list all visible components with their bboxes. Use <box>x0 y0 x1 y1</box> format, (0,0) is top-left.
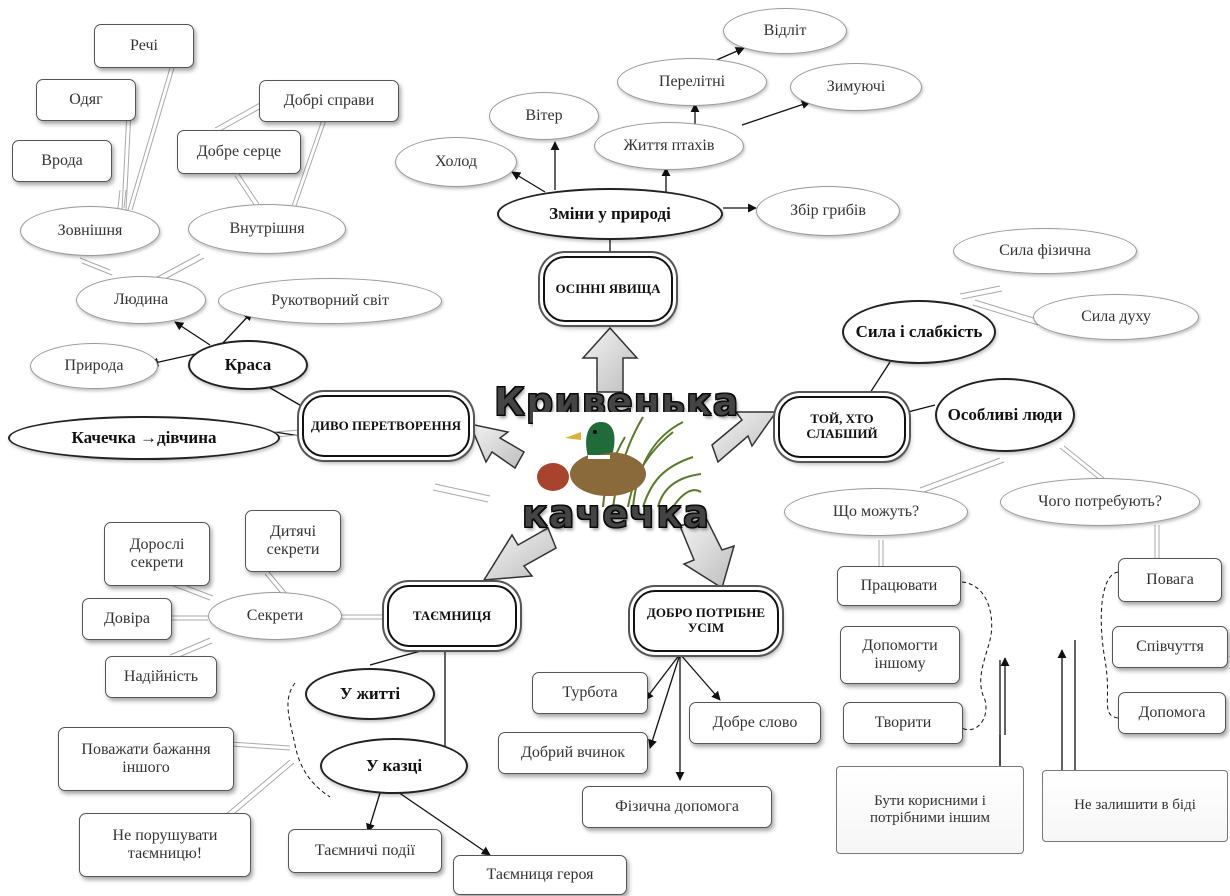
node-child-secrets[interactable]: Дитячі секрети <box>245 510 341 572</box>
node-things[interactable]: Речі <box>94 24 194 68</box>
node-hero-secret[interactable]: Таємниця героя <box>453 855 627 895</box>
node-create[interactable]: Творити <box>843 702 963 744</box>
node-physical[interactable]: Сила фізична <box>953 228 1137 274</box>
node-help[interactable]: Допомога <box>1118 692 1226 734</box>
arrow-right-block <box>711 411 778 464</box>
node-handmade[interactable]: Рукотворний світ <box>218 278 442 324</box>
arrow-up-block <box>581 326 639 393</box>
node-in-tale[interactable]: У казці <box>320 738 468 794</box>
node-inner[interactable]: Внутрішня <box>188 204 346 254</box>
hub-weak[interactable]: ТОЙ, ХТО СЛАБШИЙ <box>778 396 906 458</box>
node-adult-secrets[interactable]: Дорослі секрети <box>104 522 210 586</box>
node-physical-help[interactable]: Фізична допомога <box>582 786 772 828</box>
node-need[interactable]: Чого потребують? <box>1000 478 1200 526</box>
node-beauty[interactable]: Краса <box>188 340 308 390</box>
node-spirit[interactable]: Сила духу <box>1033 294 1199 340</box>
node-keep-secret[interactable]: Не порушувати таємницю! <box>79 813 251 877</box>
node-kind-heart[interactable]: Добре серце <box>177 130 301 174</box>
center-picture <box>533 412 703 512</box>
node-special[interactable]: Особливі люди <box>935 378 1075 452</box>
arrow-downright-block <box>678 517 736 590</box>
node-wind[interactable]: Вітер <box>489 92 599 140</box>
node-in-life[interactable]: У житті <box>305 668 435 720</box>
arrow-downleft-block <box>482 526 557 581</box>
node-trust[interactable]: Довіра <box>82 598 172 640</box>
node-human[interactable]: Людина <box>76 276 206 324</box>
duck-icon <box>537 416 702 508</box>
node-nature[interactable]: Природа <box>30 343 158 389</box>
node-not-leave[interactable]: Не залишити в біді <box>1042 770 1228 842</box>
node-secrets[interactable]: Секрети <box>208 592 342 640</box>
node-secret-events[interactable]: Таємничі події <box>288 829 442 873</box>
hub-miracle[interactable]: ДИВО ПЕРЕТВОРЕННЯ <box>302 395 470 457</box>
node-kind-word[interactable]: Добре слово <box>689 702 821 744</box>
node-looks[interactable]: Врода <box>12 140 112 182</box>
arrow-left-block <box>468 422 526 470</box>
hub-good[interactable]: ДОБРО ПОТРІБНЕ УСІМ <box>633 590 779 652</box>
node-can[interactable]: Що можуть? <box>784 488 968 536</box>
node-outer[interactable]: Зовнішня <box>20 206 160 256</box>
node-care[interactable]: Турбота <box>532 672 648 714</box>
node-departure[interactable]: Відліт <box>723 8 847 54</box>
node-work[interactable]: Працювати <box>837 566 961 606</box>
node-wintering[interactable]: Зимуючі <box>790 63 922 111</box>
node-help-other[interactable]: Допомогти іншому <box>840 626 960 684</box>
node-birds[interactable]: Життя птахів <box>594 122 744 170</box>
center-title-line2: качечка <box>522 492 710 537</box>
node-clothes[interactable]: Одяг <box>36 79 136 121</box>
node-good-deeds[interactable]: Добрі справи <box>259 80 399 122</box>
hub-secret[interactable]: ТАЄМНИЦЯ <box>387 585 517 647</box>
node-mushrooms[interactable]: Збір грибів <box>756 186 900 236</box>
hub-autumn[interactable]: ОСІННІ ЯВИЩА <box>543 256 673 322</box>
node-useful[interactable]: Бути корисними і потрібними іншим <box>836 766 1024 854</box>
node-kind-deed[interactable]: Добрий вчинок <box>498 732 648 774</box>
node-respect-wish[interactable]: Поважати бажання іншого <box>58 727 234 791</box>
node-sympathy[interactable]: Співчуття <box>1112 626 1228 668</box>
node-reliability[interactable]: Надійність <box>105 656 217 698</box>
node-cold[interactable]: Холод <box>395 137 517 187</box>
node-respect[interactable]: Повага <box>1118 558 1222 602</box>
node-transform[interactable]: Качечка →дівчина <box>8 416 280 460</box>
node-strength[interactable]: Сила і слабкість <box>842 300 996 364</box>
node-changes[interactable]: Зміни у природі <box>497 188 723 240</box>
node-migratory[interactable]: Перелітні <box>617 58 767 106</box>
